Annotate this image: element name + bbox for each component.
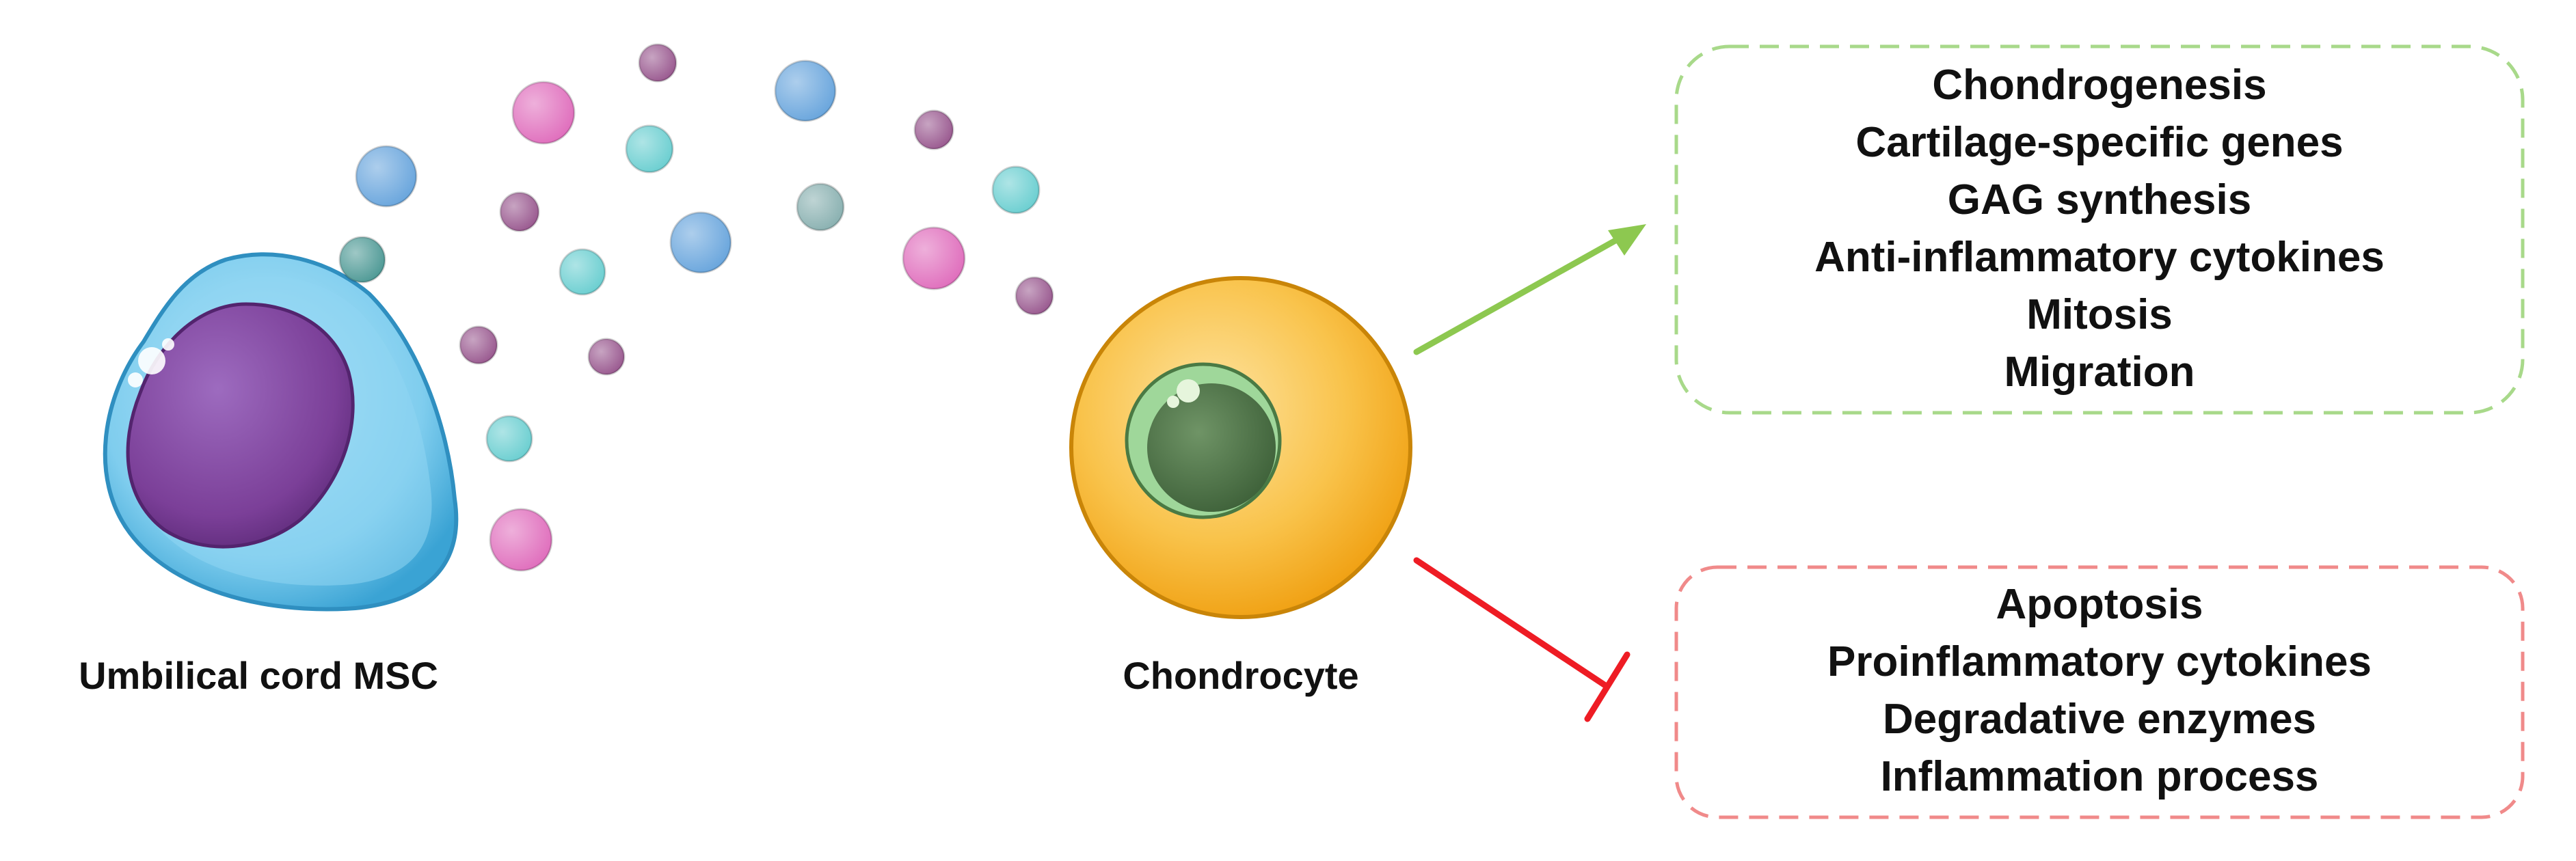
vesicle (338, 236, 386, 284)
vesicle (355, 145, 418, 208)
inhibited-effect: Degradative enzymes (1883, 696, 2316, 743)
chondrocyte-highlight (1177, 379, 1200, 402)
promoted-effect: Mitosis (2026, 291, 2173, 338)
chondrocyte-highlight (1167, 396, 1179, 408)
vesicle (991, 165, 1041, 215)
inhibit-arrow (1413, 557, 1631, 722)
promoted-effect: Cartilage-specific genes (1855, 119, 2343, 166)
vesicle (459, 325, 498, 365)
vesicle (796, 182, 845, 232)
vesicle (638, 43, 677, 83)
chondrocyte-cell (1069, 276, 1412, 619)
promoted-effect: Migration (2004, 348, 2195, 396)
inhibited-effects-box: Apoptosis Proinflammatory cytokines Degr… (1674, 565, 2525, 819)
vesicle (774, 59, 837, 122)
msc-highlight (162, 338, 174, 351)
msc-nucleus (126, 302, 355, 549)
promoted-effects-box: Chondrogenesis Cartilage-specific genes … (1674, 44, 2525, 415)
vesicle (489, 508, 553, 572)
vesicle (499, 191, 540, 232)
inhibited-effect: Proinflammatory cytokines (1827, 638, 2372, 685)
msc-label: Umbilical cord MSC (79, 654, 438, 697)
msc-highlight (138, 347, 165, 374)
vesicle (485, 415, 533, 463)
promoted-effect: Anti-inflammatory cytokines (1814, 234, 2385, 281)
promote-arrow (1413, 224, 1646, 355)
vesicle-group (338, 43, 1054, 572)
vesicle (1015, 276, 1054, 316)
msc-highlight (128, 372, 143, 387)
inhibited-effect: Apoptosis (1996, 581, 2203, 628)
msc-cell (103, 252, 459, 612)
vesicle (587, 338, 626, 376)
inhibited-effect: Inflammation process (1881, 753, 2319, 800)
vesicle (669, 211, 732, 274)
vesicle (913, 109, 954, 150)
vesicle (559, 248, 606, 296)
chondrocyte-label: Chondrocyte (1123, 654, 1358, 697)
chondrocyte-nucleus (1147, 383, 1276, 512)
promoted-effect: GAG synthesis (1948, 176, 2251, 223)
vesicle (625, 124, 674, 174)
promoted-effect: Chondrogenesis (1932, 62, 2266, 109)
vesicle (511, 81, 576, 145)
vesicle (902, 226, 966, 290)
